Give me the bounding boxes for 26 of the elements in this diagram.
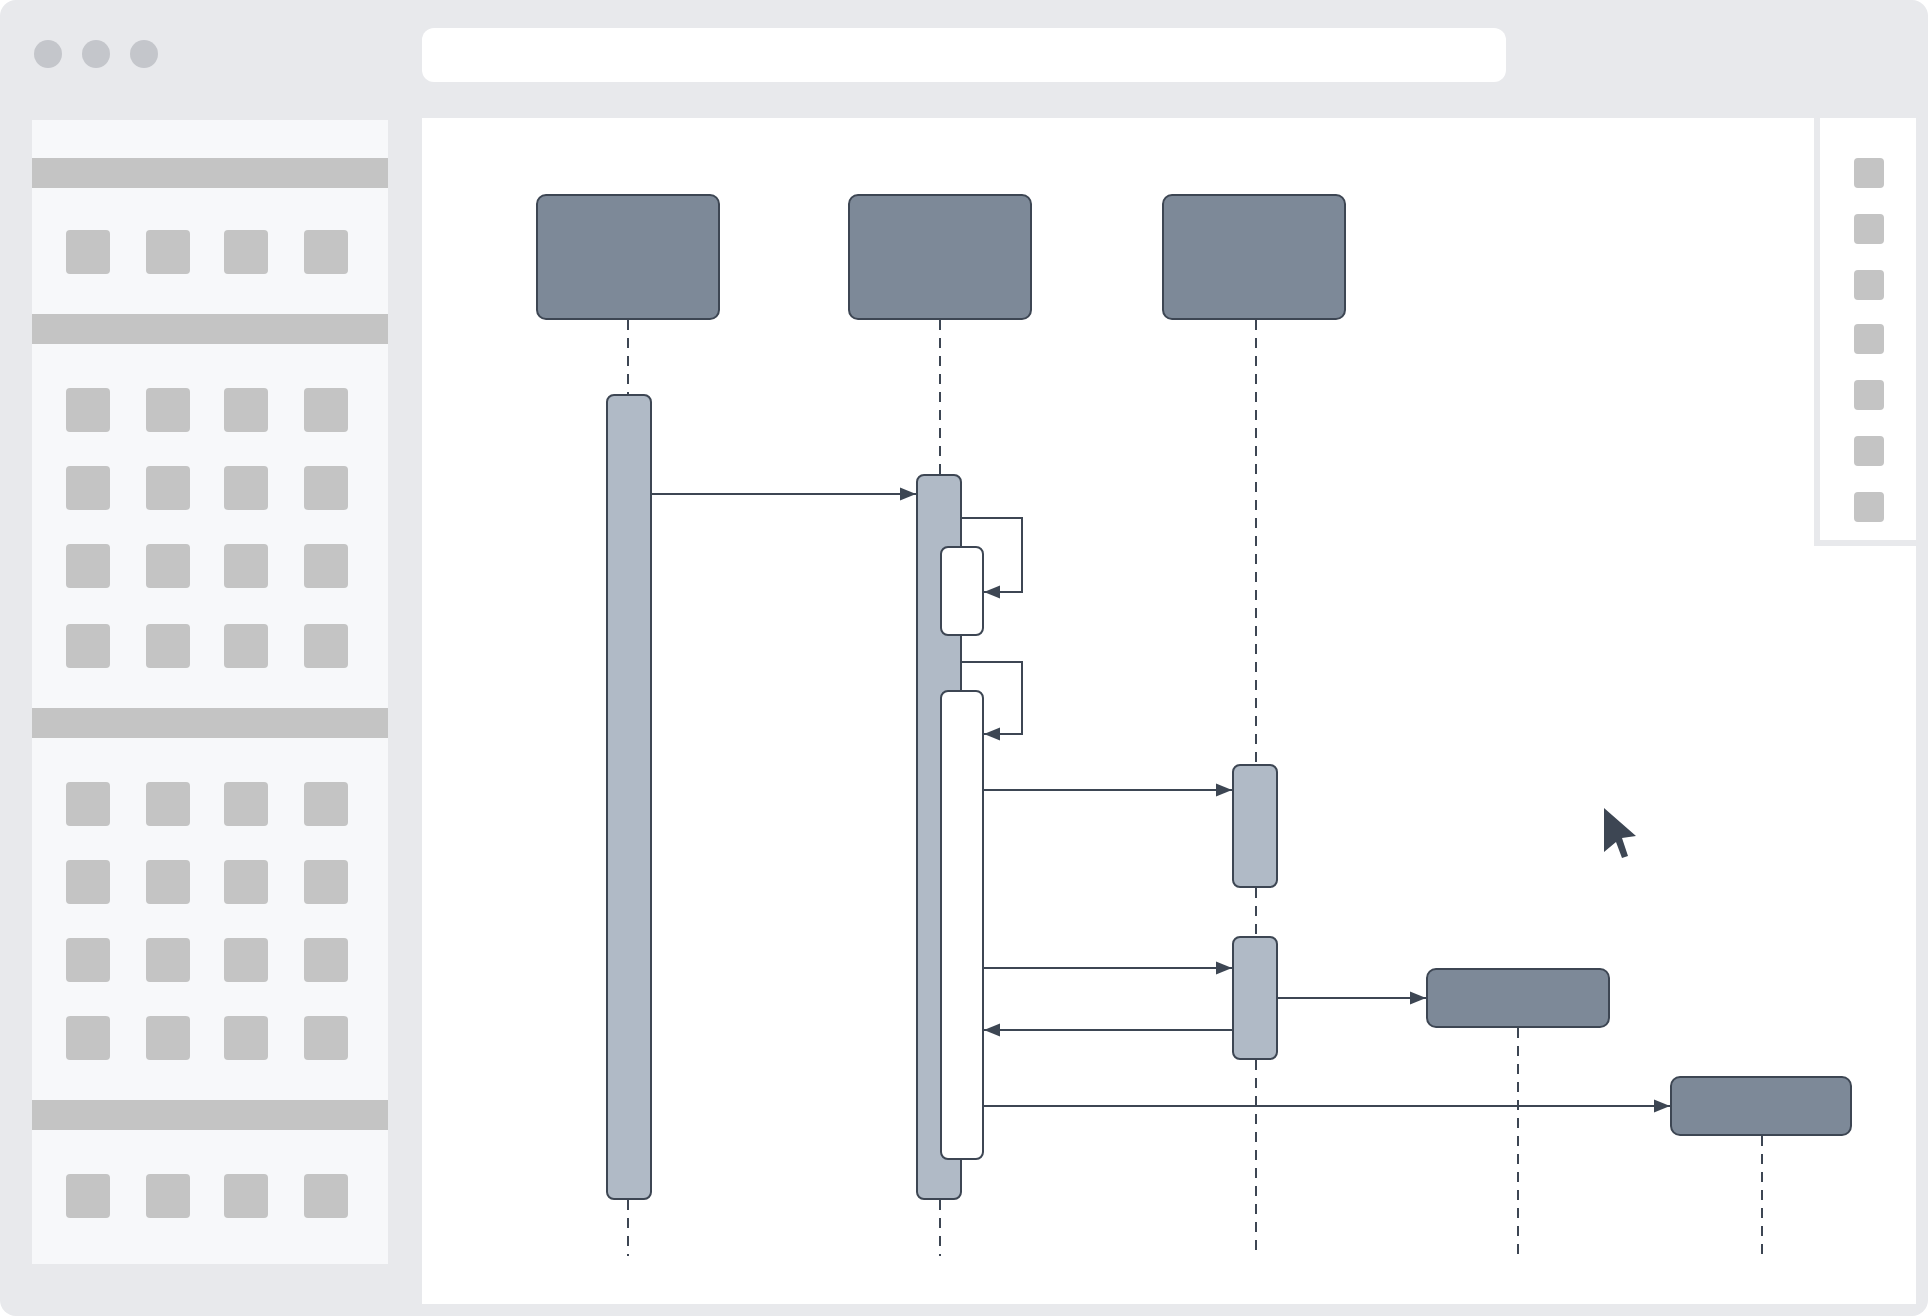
lifeline [627, 319, 629, 395]
message-arrow [983, 783, 1233, 797]
lifeline [627, 1199, 629, 1257]
message-arrow [961, 517, 1023, 599]
activation-bar [1232, 936, 1278, 1060]
lifeline [1255, 319, 1257, 765]
message-arrow [983, 961, 1233, 975]
object-box [1426, 968, 1610, 1028]
lifeline [1517, 1027, 1519, 1257]
message-arrow [983, 1023, 1233, 1037]
lifeline-head-box [848, 194, 1032, 320]
lifeline [939, 319, 941, 475]
lifeline-head-box [1162, 194, 1346, 320]
message-arrow [651, 487, 917, 501]
activation-bar [1232, 764, 1278, 888]
activation-bar [606, 394, 652, 1200]
object-box [1670, 1076, 1852, 1136]
message-arrow [1277, 991, 1427, 1005]
lifeline-head-box [536, 194, 720, 320]
activation-bar [940, 690, 984, 1160]
activation-bar [940, 546, 984, 636]
message-arrow [961, 661, 1023, 741]
lifeline [1255, 887, 1257, 937]
lifeline [1761, 1135, 1763, 1257]
message-arrow [983, 1099, 1671, 1113]
lifeline [939, 1199, 941, 1257]
